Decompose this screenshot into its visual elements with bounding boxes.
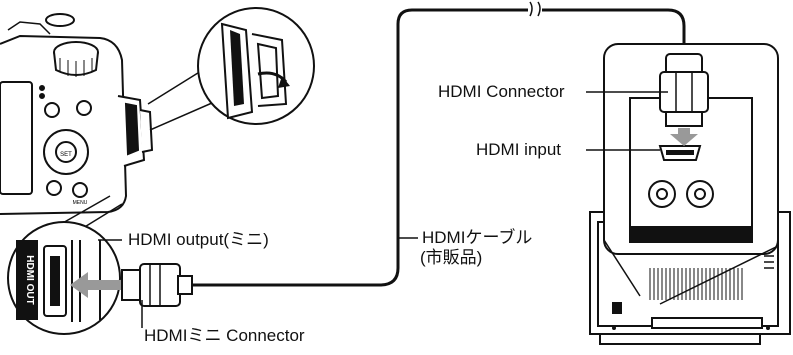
hdmi-plug xyxy=(659,53,709,127)
hdmi-port-magnifier xyxy=(7,221,121,335)
hdmi-mini-connector-label: HDMIミニ Connector xyxy=(144,326,305,345)
leader-lines xyxy=(98,91,668,328)
hdmi-connector-label: HDMI Connector xyxy=(438,82,565,101)
insert-arrow-tv xyxy=(670,128,698,146)
tv-zoom-lines xyxy=(603,239,779,305)
set-button-label: SET xyxy=(60,152,72,158)
hdmi-mini-plug xyxy=(121,263,193,307)
hdmi-cable xyxy=(192,8,686,287)
hdmi-cable-commercial-label: (市販品) xyxy=(420,248,483,267)
cable-break-mark xyxy=(528,1,542,18)
hdmi-out-port-label: HDMI OUT xyxy=(24,255,35,304)
hdmi-cable-label: HDMIケーブル xyxy=(422,228,533,247)
menu-button-label: MENU xyxy=(73,200,88,206)
hdmi-output-mini-label: HDMI output(ミニ) xyxy=(128,230,269,249)
insert-arrow-mini xyxy=(70,272,122,298)
camera xyxy=(0,13,154,215)
port-cover-magnifier xyxy=(197,7,315,125)
hdmi-input-label: HDMI input xyxy=(476,140,562,159)
